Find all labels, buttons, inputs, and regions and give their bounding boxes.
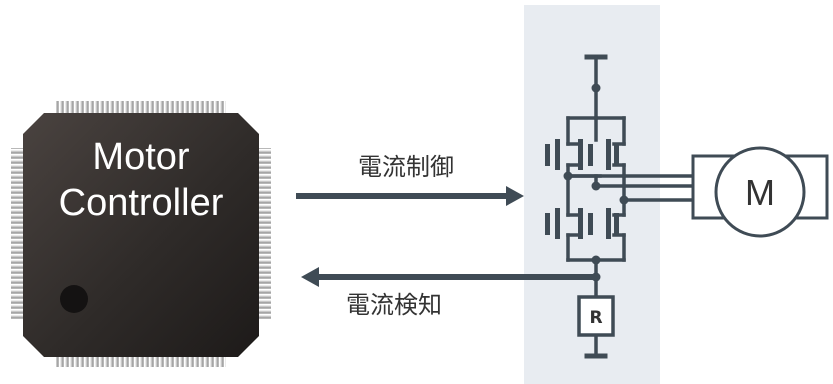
mosfet-upper-right [578, 139, 619, 170]
motor: M [691, 146, 829, 238]
current-control-label: 電流制御 [358, 153, 454, 181]
chip-pins-bottom [56, 355, 226, 367]
motor-label: M [745, 172, 775, 213]
circuit-junctions [563, 83, 629, 282]
mosfet-upper-left [545, 139, 560, 170]
chip-pins-top [56, 101, 226, 113]
chip-pins-right [259, 148, 271, 320]
current-control-arrow [296, 186, 524, 206]
chip-pin1-mark [60, 285, 88, 313]
mosfet-lower-right [578, 208, 619, 239]
chip-pins-left [11, 148, 23, 320]
resistor-label: R [589, 308, 602, 328]
motor-controller-chip: Motor Controller [11, 101, 271, 367]
current-sense-label: 電流検知 [346, 291, 442, 319]
motor-wires [568, 174, 693, 202]
chip-label-line2: Controller [59, 182, 224, 224]
current-sense-arrow [301, 267, 596, 287]
sense-resistor: R [577, 295, 615, 337]
chip-label-line1: Motor [92, 136, 189, 178]
mosfet-lower-left [545, 208, 560, 239]
